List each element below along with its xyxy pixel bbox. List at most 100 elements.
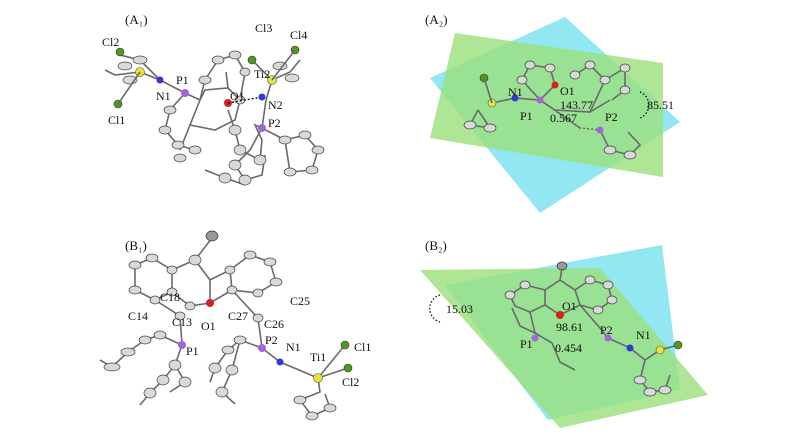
carbon-atom [166, 287, 178, 297]
carbon-atom [269, 277, 283, 287]
oxygen-atom [551, 81, 559, 89]
carbon-atom [619, 63, 631, 73]
a2-atoms [463, 60, 637, 160]
b1-heteroatoms [178, 299, 353, 383]
panel-b2: (B₂) O1 [420, 238, 708, 428]
atom-label: C25 [290, 294, 310, 308]
atom-label: P2 [265, 333, 278, 347]
a1-carbon-atoms [117, 50, 325, 186]
carbon-atom [623, 150, 637, 160]
carbon-atom [211, 55, 225, 65]
oxygen-atom [556, 311, 564, 319]
carbon-atom [178, 376, 192, 388]
chlorine-atom [673, 340, 683, 350]
carbon-atom [145, 253, 159, 263]
carbon-atom [602, 280, 614, 290]
phosphorus-atom [531, 334, 539, 342]
atom-label: C13 [172, 315, 192, 329]
carbon-atom [168, 359, 182, 371]
oxygen-atom [206, 299, 214, 307]
carbon-atom [117, 61, 133, 71]
carbon-atom [278, 135, 292, 145]
carbon-atom [584, 60, 596, 70]
a2-dihedral-value: 85.51 [647, 98, 674, 112]
carbon-atom [233, 335, 247, 345]
carbon-atom [228, 159, 242, 171]
a2-distance-value: 0.567 [550, 111, 577, 125]
atom-label: Cl2 [102, 35, 119, 49]
carbon-atom [504, 290, 516, 300]
carbon-atom [298, 130, 312, 140]
phosphorus-atom [596, 126, 604, 134]
carbon-atom [305, 411, 319, 421]
atom-label: N1 [636, 328, 651, 342]
atom-label: N1 [508, 85, 523, 99]
panel-a2-label: (A₂) [425, 12, 448, 27]
carbon-atom [305, 165, 319, 175]
atom-label: Cl4 [290, 28, 307, 42]
atom-label: N2 [268, 98, 283, 112]
carbon-atom [483, 123, 497, 133]
nitrogen-atom [626, 344, 634, 352]
atom-label: P2 [268, 116, 281, 130]
carbon-atom [120, 347, 136, 357]
carbon-atom [584, 275, 596, 285]
b2-atoms [504, 261, 683, 397]
atom-label: P2 [600, 323, 613, 337]
nitrogen-atom [511, 94, 519, 102]
carbon-atom [226, 285, 238, 295]
atom-label: C18 [160, 290, 180, 304]
atom-label: C27 [228, 309, 248, 323]
plane-green [420, 268, 708, 428]
carbon-atom [208, 362, 222, 374]
atom-label: O1 [560, 84, 575, 98]
phosphorus-atom [258, 124, 266, 132]
carbon-atom [284, 73, 300, 83]
atom-label: P2 [605, 110, 618, 124]
atom-label: P1 [520, 109, 533, 123]
carbon-atom [556, 261, 568, 271]
carbon-atom [174, 311, 186, 321]
atom-label: P1 [186, 344, 199, 358]
panel-b1: (B₁) [99, 230, 371, 421]
phosphorus-atom [178, 341, 186, 349]
carbon-atom [544, 63, 556, 73]
carbon-atom [606, 295, 618, 305]
atom-label: O1 [201, 319, 216, 333]
carbon-atom [132, 55, 148, 65]
carbon-atom [238, 174, 252, 186]
carbon-atom [228, 50, 242, 60]
b1-carbon-atoms [103, 230, 337, 421]
carbon-atom [599, 75, 611, 85]
carbon-atom [156, 374, 170, 386]
carbon-atom [163, 105, 177, 115]
nitrogen-atom [276, 358, 284, 366]
carbon-atom [103, 362, 121, 372]
atom-label: O1 [230, 89, 245, 103]
carbon-atom [283, 167, 297, 177]
a1-heteroatoms [113, 45, 300, 132]
carbon-atom [188, 254, 202, 266]
atom-label: Cl1 [108, 113, 125, 127]
carbon-atom [198, 75, 212, 85]
carbon-atom [293, 395, 307, 405]
carbon-atom [173, 153, 187, 163]
carbon-atom [519, 280, 531, 290]
atom-label: C14 [128, 309, 148, 323]
b1-atom-labels: C18 C14 C13 O1 C27 C26 C25 P1 P2 N1 Ti1 … [128, 290, 371, 389]
carbon-atom [463, 120, 477, 130]
atom-label: C26 [264, 317, 284, 331]
panel-b2-label: (B₂) [425, 238, 447, 253]
atom-label: Ti2 [254, 67, 270, 81]
chlorine-atom [247, 55, 257, 65]
carbon-atom [205, 230, 219, 242]
carbon-atom [239, 67, 251, 77]
carbon-atom [184, 301, 196, 311]
carbon-atom [143, 387, 157, 399]
carbon-atom [263, 257, 277, 267]
atom-label: Cl1 [354, 340, 371, 354]
carbon-atom [252, 288, 264, 298]
b2-labels: O1 P1 P2 N1 98.61 0.454 15.03 [429, 294, 651, 355]
phosphorus-atom [181, 89, 189, 97]
